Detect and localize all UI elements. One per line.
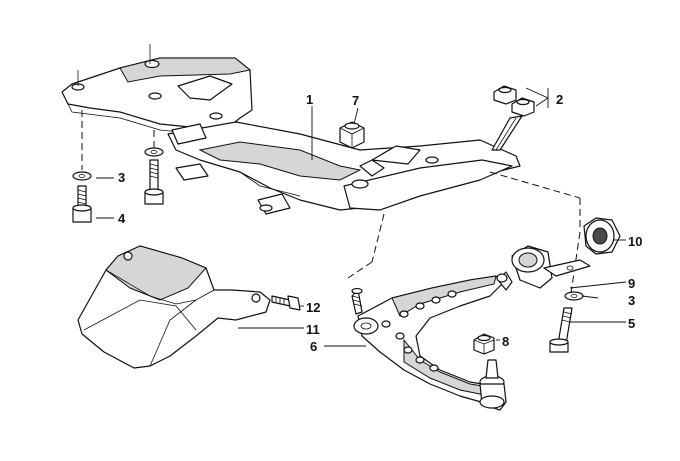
callout-6: 6 xyxy=(310,339,317,354)
callout-12: 12 xyxy=(306,300,320,315)
right-bolt-stack xyxy=(549,291,584,353)
callout-7: 7 xyxy=(352,93,359,108)
leader-lines xyxy=(96,87,627,347)
callout-11: 11 xyxy=(306,322,320,337)
washer-3-left xyxy=(72,171,92,181)
callout-labels: 1 2 3 4 7 10 9 3 5 8 12 11 6 xyxy=(118,92,642,354)
bush-10 xyxy=(583,217,621,255)
callout-1: 1 xyxy=(306,92,313,107)
callout-9: 9 xyxy=(628,276,635,291)
callout-3-left: 3 xyxy=(118,170,125,185)
bolt-12 xyxy=(271,295,301,311)
callout-5: 5 xyxy=(628,316,635,331)
heat-shield xyxy=(77,245,271,369)
callout-8: 8 xyxy=(502,334,509,349)
rubber-bearing xyxy=(511,245,591,289)
front-axle-carrier xyxy=(61,44,521,215)
callout-10: 10 xyxy=(628,234,642,249)
left-bolt-stack xyxy=(72,110,164,223)
callout-2: 2 xyxy=(556,92,563,107)
nut-7 xyxy=(339,121,365,149)
nut-8 xyxy=(473,333,495,355)
control-arm xyxy=(351,271,513,411)
nuts-2 xyxy=(491,85,535,151)
callout-4: 4 xyxy=(118,211,126,226)
callout-3-right: 3 xyxy=(628,293,635,308)
